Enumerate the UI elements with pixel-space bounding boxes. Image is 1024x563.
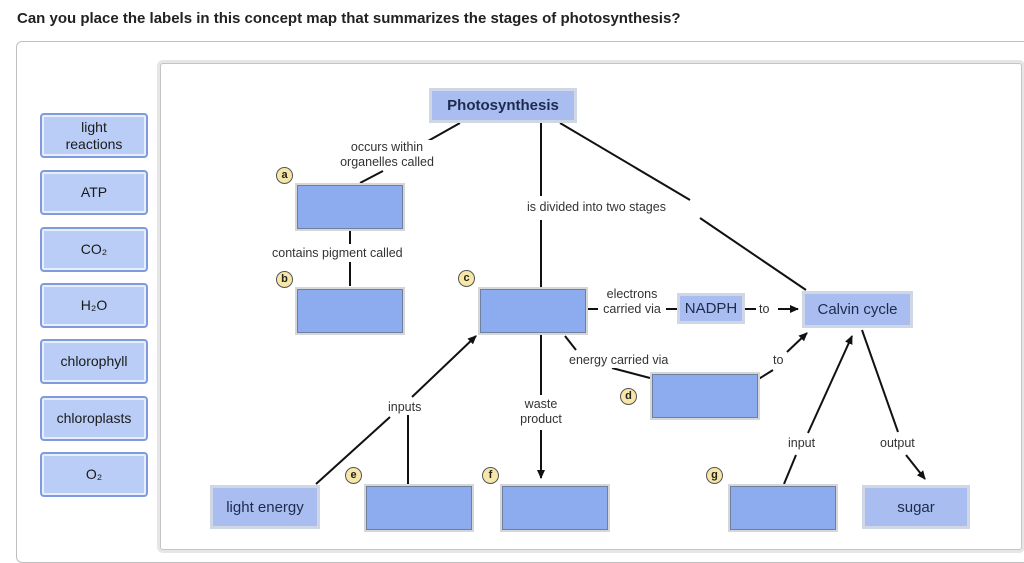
drop-target-b[interactable]	[295, 287, 405, 335]
drop-target-e[interactable]	[364, 484, 474, 532]
label-o2[interactable]: O₂	[40, 452, 148, 497]
label-h2o[interactable]: H₂O	[40, 283, 148, 328]
target-marker-b: b	[276, 271, 293, 288]
link-label-inputs: inputs	[387, 400, 423, 415]
link-label-energy-carried: energy carried via	[568, 353, 670, 368]
target-marker-e: e	[345, 467, 362, 484]
node-photosynthesis: Photosynthesis	[429, 88, 577, 123]
link-label-occurs-within: occurs within organelles called	[330, 140, 444, 170]
link-label-divided-into: is divided into two stages	[526, 200, 667, 215]
drop-target-f[interactable]	[500, 484, 610, 532]
node-sugar: sugar	[862, 485, 970, 529]
question-text: Can you place the labels in this concept…	[17, 10, 681, 27]
drop-target-c[interactable]	[478, 287, 588, 335]
target-marker-f: f	[482, 467, 499, 484]
target-marker-g: g	[706, 467, 723, 484]
label-light-reactions[interactable]: light reactions	[40, 113, 148, 158]
drop-target-a[interactable]	[295, 183, 405, 231]
label-co2[interactable]: CO₂	[40, 227, 148, 272]
node-calvin-cycle: Calvin cycle	[802, 291, 913, 328]
link-label-to-d-calvin: to	[772, 353, 785, 368]
link-label-input: input	[787, 436, 817, 451]
link-label-waste-product: waste product	[512, 397, 570, 427]
link-label-electrons-carried: electrons carried via	[598, 287, 666, 317]
label-chlorophyll[interactable]: chlorophyll	[40, 339, 148, 384]
node-light-energy: light energy	[210, 485, 320, 529]
link-label-output: output	[879, 436, 916, 451]
drop-target-g[interactable]	[728, 484, 838, 532]
node-nadph: NADPH	[677, 293, 745, 324]
link-label-to-nadph-calvin: to	[758, 302, 771, 317]
label-atp[interactable]: ATP	[40, 170, 148, 215]
target-marker-c: c	[458, 270, 475, 287]
link-label-contains-pigment: contains pigment called	[271, 246, 404, 261]
label-chloroplasts[interactable]: chloroplasts	[40, 396, 148, 441]
concept-map-connectors	[315, 122, 926, 485]
target-marker-a: a	[276, 167, 293, 184]
target-marker-d: d	[620, 388, 637, 405]
drop-target-d[interactable]	[650, 372, 760, 420]
